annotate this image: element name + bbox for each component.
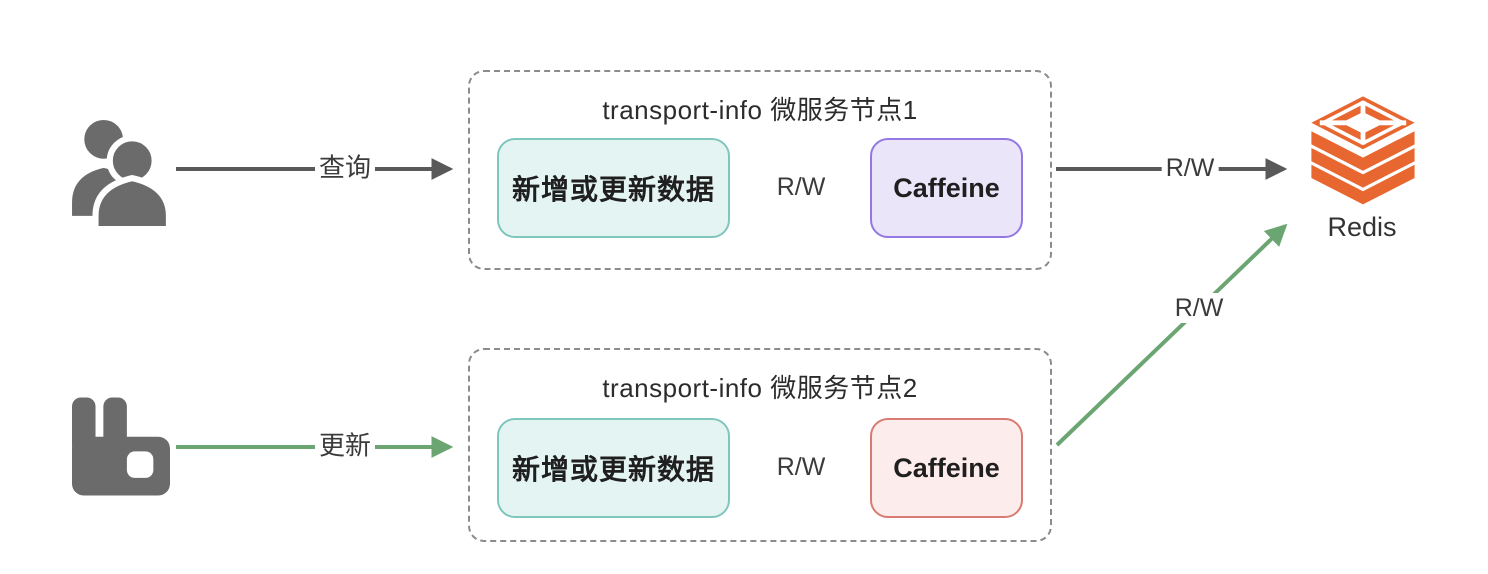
- node1-data-box: 新增或更新数据: [497, 138, 730, 238]
- edge-label-rw-node2-redis: R/W: [1170, 293, 1228, 323]
- edge-label-rw-node2-internal: R/W: [772, 452, 830, 482]
- node2-title: transport-info 微服务节点2: [602, 373, 918, 403]
- edge-node2-to-redis: [1055, 223, 1288, 447]
- redis-label: Redis: [1327, 212, 1397, 242]
- edge-label-rw-node1-internal: R/W: [772, 172, 830, 202]
- edge-label-query: 查询: [314, 152, 376, 184]
- edge-label-rw-node1-redis: R/W: [1161, 153, 1219, 183]
- node2-data-box-label: 新增或更新数据: [511, 454, 715, 485]
- rabbitmq-icon: [72, 396, 170, 497]
- node1-caffeine-box: Caffeine: [870, 138, 1023, 238]
- node2-caffeine-label: Caffeine: [893, 452, 1000, 483]
- redis-logo-icon: [1303, 94, 1423, 214]
- node2-caffeine-box: Caffeine: [870, 418, 1023, 518]
- edge-label-update: 更新: [314, 430, 376, 462]
- node2-data-box: 新增或更新数据: [497, 418, 730, 518]
- users-icon: [70, 116, 172, 230]
- node1-caffeine-label: Caffeine: [893, 172, 1000, 203]
- node1-title: transport-info 微服务节点1: [602, 95, 918, 125]
- node1-data-box-label: 新增或更新数据: [511, 174, 715, 205]
